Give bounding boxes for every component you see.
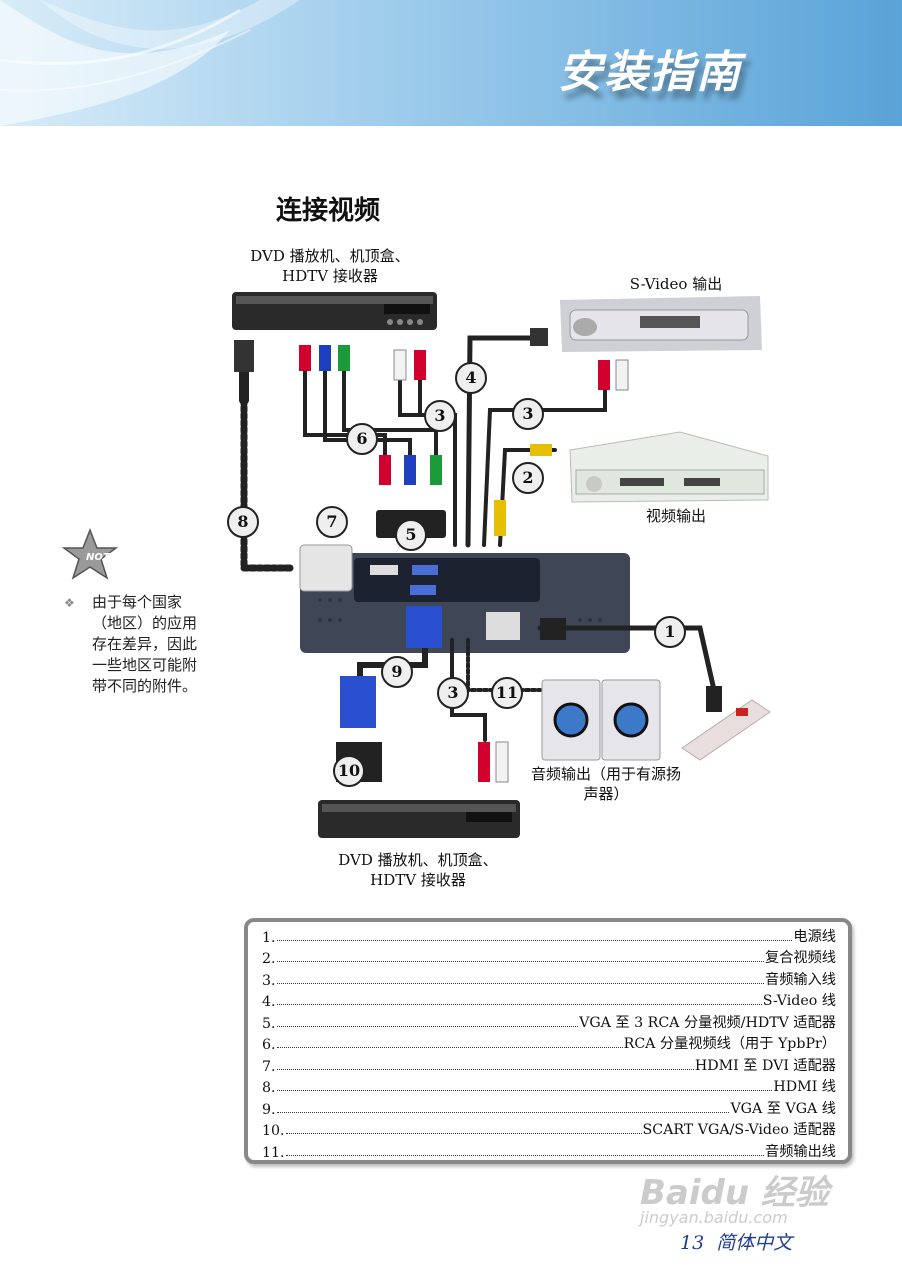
- legend-text: HDMI 至 DVI 适配器: [694, 1057, 836, 1074]
- dvd-player-bottom: [318, 800, 520, 838]
- video-device: [569, 431, 769, 503]
- callout-11: 11: [491, 677, 523, 709]
- legend-text: SCART VGA/S-Video 适配器: [642, 1122, 836, 1138]
- cable-legend: 1. 电源线 2. 复合视频线 3. 音频输入线 4. S-Video 线 5. VGA …: [244, 918, 852, 1164]
- callout-3-right: 3: [512, 398, 544, 430]
- legend-text: 音频输入线: [765, 971, 836, 988]
- legend-num: 10.: [262, 1123, 285, 1139]
- callout-10: 10: [333, 755, 365, 787]
- note-badge-text: NOTE: [86, 552, 117, 563]
- legend-text: 复合视频线: [765, 950, 836, 966]
- legend-num: 8.: [262, 1080, 276, 1096]
- legend-text: 电源线: [793, 928, 836, 945]
- note-bullet-icon: ❖: [64, 596, 75, 610]
- legend-num: 1.: [262, 929, 276, 946]
- callout-9: 9: [381, 656, 413, 688]
- legend-row: 1. 电源线: [262, 924, 836, 946]
- callout-3-bottom: 3: [437, 677, 469, 709]
- label-svideo-output: S-Video 输出: [629, 275, 723, 293]
- legend-num: 2.: [262, 951, 276, 967]
- legend-num: 11.: [262, 1144, 285, 1161]
- watermark-brand: Baidu 经验: [640, 1173, 829, 1213]
- callout-8: 8: [227, 506, 259, 538]
- header-banner: 安装指南: [0, 0, 902, 126]
- legend-row: 2. 复合视频线: [262, 946, 836, 967]
- section-title: 连接视频: [276, 196, 381, 226]
- callout-1: 1: [654, 616, 686, 648]
- legend-row: 9. VGA 至 VGA 线: [262, 1096, 836, 1118]
- legend-row: 5. VGA 至 3 RCA 分量视频/HDTV 适配器: [262, 1010, 836, 1032]
- note-text: 由于每个国家（地区）的应用存在差异，因此一些地区可能附带不同的附件。: [92, 593, 198, 695]
- header-swirl-decoration: [0, 0, 300, 126]
- label-audio-output: 音频输出（用于有源扬声器）: [530, 765, 681, 803]
- legend-text: 音频输出线: [765, 1143, 836, 1160]
- callout-7: 7: [316, 506, 348, 538]
- legend-row: 10. SCART VGA/S-Video 适配器: [262, 1118, 836, 1139]
- legend-row: 7. HDMI 至 DVI 适配器: [262, 1053, 836, 1075]
- callout-3-top: 3: [424, 400, 456, 432]
- legend-row: 8. HDMI 线: [262, 1075, 836, 1096]
- watermark-url: jingyan.baidu.com: [640, 1208, 788, 1227]
- legend-num: 5.: [262, 1015, 276, 1032]
- note-star-icon: NOTE: [61, 528, 119, 580]
- legend-row: 3. 音频输入线: [262, 967, 836, 989]
- legend-row: 11. 音频输出线: [262, 1139, 836, 1161]
- label-dvd-top: DVD 播放机、机顶盒、HDTV 接收器: [250, 247, 410, 285]
- speakers: [541, 679, 661, 761]
- legend-text: S-Video 线: [762, 993, 836, 1009]
- legend-text: VGA 至 VGA 线: [730, 1100, 836, 1117]
- label-video-output: 视频输出: [645, 507, 706, 525]
- connectors: [234, 328, 722, 783]
- legend-text: RCA 分量视频线（用于 YpbPr）: [623, 1036, 836, 1052]
- projector-rear-panel: [300, 553, 630, 653]
- label-dvd-bottom: DVD 播放机、机顶盒、HDTV 接收器: [338, 851, 498, 889]
- page-number: 13: [680, 1232, 705, 1254]
- callout-2: 2: [512, 462, 544, 494]
- callout-4: 4: [455, 362, 487, 394]
- page-footer: 13 简体中文: [680, 1228, 792, 1255]
- legend-text: HDMI 线: [773, 1079, 836, 1095]
- callout-6: 6: [346, 423, 378, 455]
- dvd-player-top: [232, 292, 437, 330]
- legend-num: 9.: [262, 1101, 276, 1118]
- svideo-device: [560, 296, 762, 352]
- footer-language: 简体中文: [716, 1232, 793, 1254]
- legend-row: 6. RCA 分量视频线（用于 YpbPr）: [262, 1032, 836, 1053]
- legend-num: 7.: [262, 1058, 276, 1075]
- legend-num: 3.: [262, 972, 276, 989]
- header-title: 安装指南: [558, 47, 742, 98]
- legend-num: 4.: [262, 994, 276, 1010]
- legend-num: 6.: [262, 1037, 276, 1053]
- cables: [239, 335, 717, 742]
- legend-row: 4. S-Video 线: [262, 989, 836, 1010]
- legend-text: VGA 至 3 RCA 分量视频/HDTV 适配器: [579, 1014, 836, 1031]
- power-strip: [681, 699, 771, 761]
- callout-5: 5: [395, 519, 427, 551]
